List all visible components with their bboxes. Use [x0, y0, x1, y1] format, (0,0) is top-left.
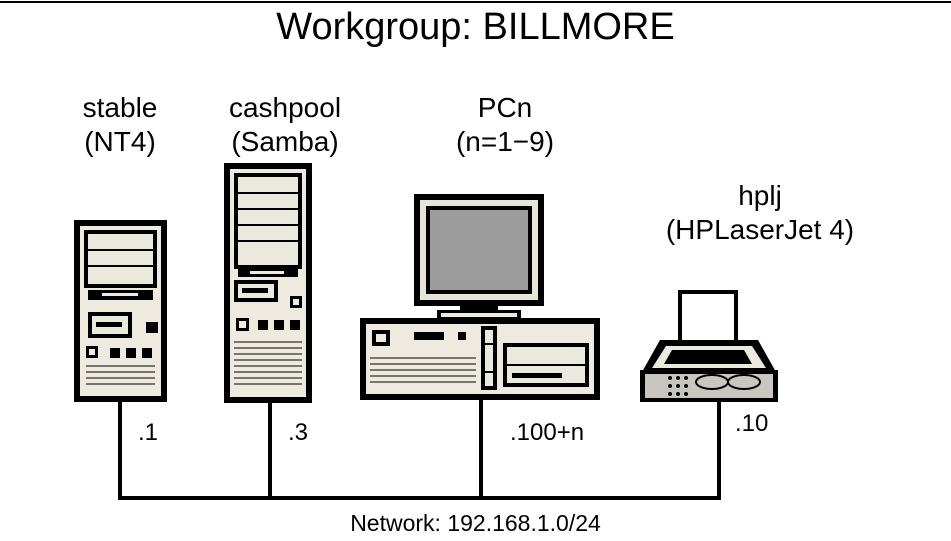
device-detail-pcn: (n=1−9) — [455, 126, 555, 157]
diagram-title: Workgroup: BILLMORE — [276, 6, 675, 48]
tower-computer-icon — [224, 163, 312, 403]
device-detail-hplj: (HPLaserJet 4) — [665, 214, 855, 245]
address-hplj: .10 — [735, 410, 769, 437]
address-pcn: .100+n — [510, 419, 585, 446]
desktop-computer-icon — [360, 194, 600, 400]
device-name-pcn: PCn — [477, 92, 533, 123]
device-name-hplj: hplj — [738, 180, 782, 211]
tower-computer-icon — [74, 220, 167, 402]
address-cashpool: .3 — [288, 419, 309, 446]
network-bus — [118, 399, 721, 500]
device-name-cashpool: cashpool — [228, 92, 342, 123]
printer-icon — [640, 290, 778, 402]
address-stable: .1 — [138, 419, 159, 446]
device-detail-cashpool: (Samba) — [231, 126, 339, 157]
device-detail-stable: (NT4) — [84, 126, 156, 157]
device-name-stable: stable — [82, 92, 158, 123]
network-label: Network: 192.168.1.0/24 — [350, 510, 601, 536]
